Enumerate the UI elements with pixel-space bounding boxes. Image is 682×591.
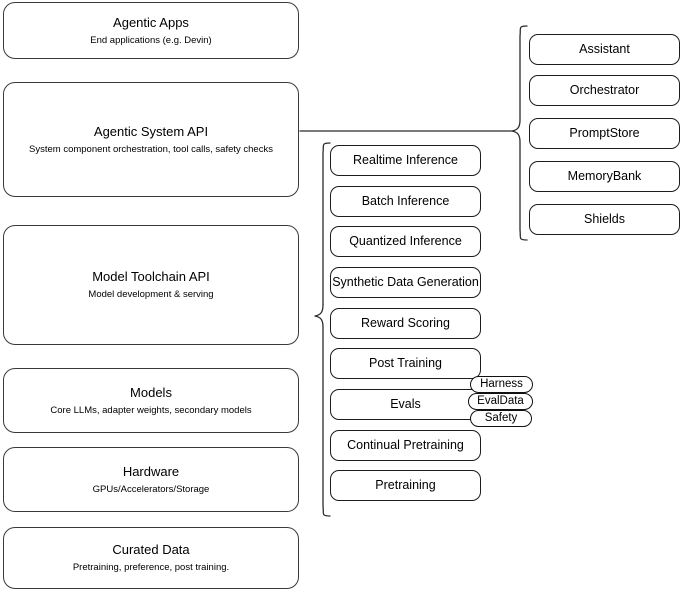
- layer-card-agentic-apps[interactable]: Agentic Apps End applications (e.g. Devi…: [3, 2, 299, 59]
- system-item-shields[interactable]: Shields: [529, 204, 680, 235]
- evals-badge-safety[interactable]: Safety: [470, 410, 532, 427]
- toolchain-item-label: Post Training: [369, 356, 442, 370]
- evals-badge-evaldata[interactable]: EvalData: [468, 393, 533, 410]
- toolchain-item-quantized-inference[interactable]: Quantized Inference: [330, 226, 481, 257]
- brace-toolchain-components: [314, 142, 331, 517]
- toolchain-item-pretraining[interactable]: Pretraining: [330, 470, 481, 501]
- system-item-label: MemoryBank: [567, 169, 642, 183]
- toolchain-item-reward-scoring[interactable]: Reward Scoring: [330, 308, 481, 339]
- toolchain-item-label: Batch Inference: [361, 194, 450, 208]
- layer-title: Agentic Apps: [113, 14, 189, 30]
- layer-subtitle: GPUs/Accelerators/Storage: [92, 483, 210, 495]
- toolchain-item-label: Evals: [390, 397, 421, 411]
- toolchain-item-label: Quantized Inference: [349, 234, 462, 248]
- system-item-assistant[interactable]: Assistant: [529, 34, 680, 65]
- system-item-label: Assistant: [579, 42, 630, 56]
- evals-badge-label: Safety: [484, 412, 518, 424]
- layer-title: Model Toolchain API: [92, 269, 210, 284]
- evals-badge-label: Harness: [480, 378, 523, 390]
- toolchain-item-label: Realtime Inference: [353, 153, 458, 167]
- evals-badge-label: EvalData: [477, 395, 524, 407]
- toolchain-item-label: Continual Pretraining: [347, 438, 464, 452]
- layer-title: Agentic System API: [93, 123, 209, 139]
- layer-card-curated-data[interactable]: Curated Data Pretraining, preference, po…: [3, 527, 299, 589]
- toolchain-item-label: Pretraining: [375, 478, 436, 492]
- layer-card-agentic-system-api[interactable]: Agentic System API System component orch…: [3, 82, 299, 197]
- layer-subtitle: System component orchestration, tool cal…: [29, 143, 273, 155]
- layer-title: Hardware: [122, 463, 180, 479]
- layer-subtitle: End applications (e.g. Devin): [90, 34, 212, 46]
- system-item-label: Orchestrator: [569, 83, 640, 97]
- toolchain-item-label: Synthetic Data Generation: [332, 275, 479, 289]
- toolchain-item-realtime-inference[interactable]: Realtime Inference: [330, 145, 481, 176]
- layer-title: Models: [130, 384, 172, 400]
- layer-card-model-toolchain-api[interactable]: Model Toolchain API Model development & …: [3, 225, 299, 345]
- toolchain-item-post-training[interactable]: Post Training: [330, 348, 481, 379]
- system-item-memorybank[interactable]: MemoryBank: [529, 161, 680, 192]
- system-item-orchestrator[interactable]: Orchestrator: [529, 75, 680, 106]
- brace-system-components: [511, 25, 528, 241]
- toolchain-item-evals[interactable]: Evals: [330, 389, 481, 420]
- layer-subtitle: Pretraining, preference, post training.: [72, 562, 230, 573]
- evals-badge-harness[interactable]: Harness: [470, 376, 533, 393]
- layer-card-models[interactable]: Models Core LLMs, adapter weights, secon…: [3, 368, 299, 433]
- toolchain-item-continual-pretraining[interactable]: Continual Pretraining: [330, 430, 481, 461]
- system-item-promptstore[interactable]: PromptStore: [529, 118, 680, 149]
- toolchain-item-batch-inference[interactable]: Batch Inference: [330, 186, 481, 217]
- system-item-label: Shields: [584, 212, 625, 226]
- toolchain-item-synthetic-data-generation[interactable]: Synthetic Data Generation: [330, 267, 481, 298]
- layer-card-hardware[interactable]: Hardware GPUs/Accelerators/Storage: [3, 447, 299, 512]
- layer-subtitle: Core LLMs, adapter weights, secondary mo…: [50, 404, 252, 416]
- toolchain-item-label: Reward Scoring: [361, 316, 450, 330]
- layer-subtitle: Model development & serving: [88, 289, 214, 300]
- system-item-label: PromptStore: [569, 126, 640, 140]
- layer-title: Curated Data: [112, 542, 190, 557]
